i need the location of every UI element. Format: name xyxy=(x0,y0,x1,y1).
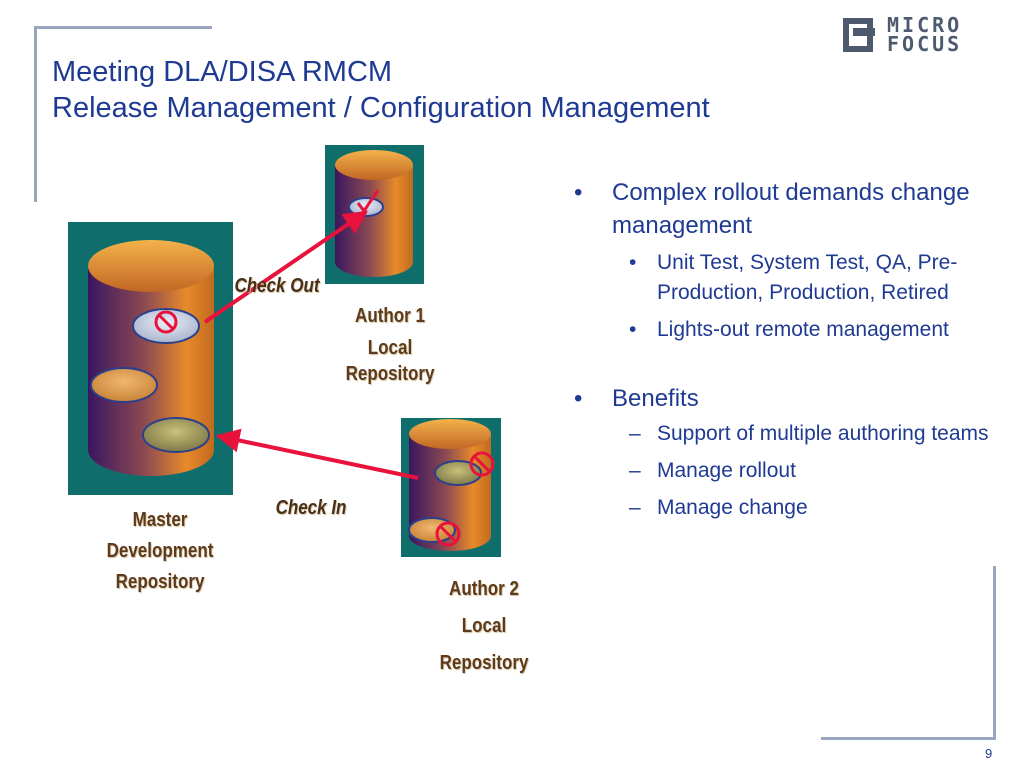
slide-title: Meeting DLA/DISA RMCM Release Management… xyxy=(52,54,710,126)
bullet-text: Benefits xyxy=(612,385,699,412)
bullet-text: Unit Test, System Test, QA, Pre-Producti… xyxy=(657,251,958,304)
check-in-arrow xyxy=(215,428,419,480)
no-symbol-icon xyxy=(469,451,495,477)
author2-cylinder-top xyxy=(409,419,491,449)
bullet-level-2: • Unit Test, System Test, QA, Pre-Produc… xyxy=(574,248,994,308)
bullet-level-2: – Manage rollout xyxy=(574,456,994,486)
bullet-level-2: – Manage change xyxy=(574,493,994,523)
author1-repository xyxy=(325,145,424,284)
check-out-label: Check Out xyxy=(234,275,320,297)
master-disc-middle xyxy=(90,367,158,403)
master-label-line-3: Repository xyxy=(115,571,205,593)
master-label-line-1: Master xyxy=(132,509,188,531)
master-label-line-2: Development xyxy=(106,540,214,562)
bullet-level-2: – Support of multiple authoring teams xyxy=(574,419,994,449)
logo-line-1: MICRO xyxy=(887,13,963,37)
author1-label-line-2: Local xyxy=(367,337,413,359)
page-number: 9 xyxy=(985,746,993,761)
title-line-2: Release Management / Configuration Manag… xyxy=(52,92,710,124)
bullet-marker: • xyxy=(629,318,637,341)
micro-focus-logo: MICRO FOCUS xyxy=(843,13,1003,60)
author2-repository xyxy=(401,418,501,557)
bullet-text: Complex rollout demands change managemen… xyxy=(612,179,970,239)
frame-line-bottom xyxy=(821,737,996,740)
frame-line-top xyxy=(34,26,212,29)
logo-wordmark: MICRO FOCUS xyxy=(887,13,963,56)
bullet-marker: • xyxy=(574,385,583,412)
author1-label-line-3: Repository xyxy=(345,363,435,385)
author2-label: Author 2 Local Repository xyxy=(425,571,544,682)
frame-line-right xyxy=(993,566,996,740)
dash-marker: – xyxy=(629,459,641,482)
master-cylinder-top xyxy=(88,240,214,292)
bullet-marker: • xyxy=(574,179,583,206)
dash-marker: – xyxy=(629,496,641,519)
author2-label-line-3: Repository xyxy=(439,652,529,674)
no-symbol-icon xyxy=(154,310,178,334)
no-symbol-icon xyxy=(435,521,461,547)
check-in-label: Check In xyxy=(275,497,347,519)
bullet-text: Manage change xyxy=(657,496,808,519)
bullet-text: Manage rollout xyxy=(657,459,796,482)
dash-marker: – xyxy=(629,422,641,445)
logo-mark-icon xyxy=(843,18,875,52)
author1-cylinder-body xyxy=(335,166,413,277)
logo-line-2: FOCUS xyxy=(887,32,963,56)
bullet-level-1: • Complex rollout demands change managem… xyxy=(574,176,994,242)
author1-label: Author 1 Local Repository xyxy=(331,300,450,390)
bullet-level-1: • Benefits xyxy=(574,382,994,415)
author2-disc-top xyxy=(434,460,482,486)
bullet-list: • Complex rollout demands change managem… xyxy=(574,176,994,523)
bullet-level-2: • Lights-out remote management xyxy=(574,315,994,345)
title-line-1: Meeting DLA/DISA RMCM xyxy=(52,56,393,88)
master-label: Master Development Repository xyxy=(92,505,228,598)
master-disc-checkout xyxy=(132,308,200,344)
check-out-arrow xyxy=(203,210,368,324)
author1-cylinder-top xyxy=(335,150,413,180)
bullet-text: Lights-out remote management xyxy=(657,318,949,341)
bullet-text: Support of multiple authoring teams xyxy=(657,422,989,445)
author1-label-line-1: Author 1 xyxy=(355,305,425,327)
author2-label-line-1: Author 2 xyxy=(449,578,519,600)
frame-line-left xyxy=(34,26,37,202)
bullet-marker: • xyxy=(629,251,637,274)
master-repository xyxy=(68,222,233,495)
master-disc-checkin xyxy=(142,417,210,453)
author2-label-line-2: Local xyxy=(461,615,507,637)
